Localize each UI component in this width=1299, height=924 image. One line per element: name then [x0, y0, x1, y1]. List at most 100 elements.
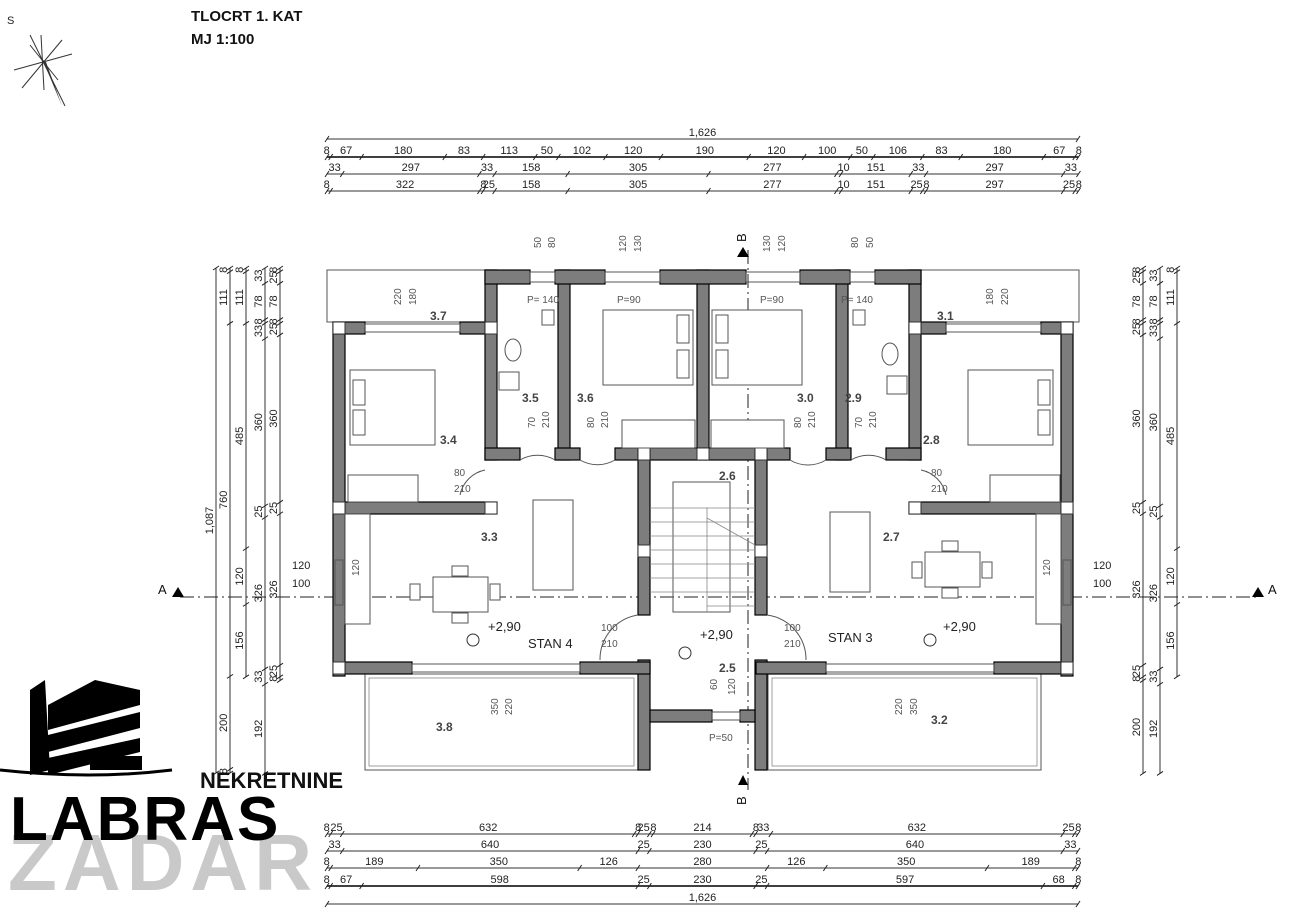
dimension-tick: [1139, 499, 1147, 505]
dimension-tick: [870, 153, 876, 161]
dimension-tick: [226, 770, 234, 776]
dimension-tick: [324, 900, 330, 908]
dimension-value: 350: [490, 856, 508, 868]
dimension-tick: [834, 187, 839, 195]
dimension-tick: [1075, 135, 1081, 143]
dimension-value: 25: [755, 839, 767, 851]
dimension-tick: [1139, 678, 1147, 683]
dimension-tick: [635, 882, 641, 890]
dimension-value: 8: [324, 179, 330, 191]
dimension-value: 230: [693, 874, 711, 886]
level-center: +2,90: [700, 627, 733, 642]
drawing-scale: MJ 1:100: [191, 31, 254, 48]
dimension-value: 8: [268, 676, 280, 682]
dimension-tick: [359, 153, 365, 161]
toilet-left: [504, 338, 522, 362]
dimension-tick: [764, 882, 770, 890]
dimension-tick: [1156, 503, 1164, 509]
dimension-tick: [477, 187, 482, 195]
dimension-tick: [822, 864, 828, 872]
dimension-tick: [1156, 771, 1164, 776]
dimension-tick: [1076, 153, 1081, 161]
dimension-tick: [631, 830, 637, 838]
annotation-label: 80: [454, 468, 466, 479]
dimension-tick: [359, 882, 365, 890]
dimension-tick: [1139, 320, 1147, 326]
dimension-value: 156: [234, 631, 246, 649]
dimension-value: 33: [481, 162, 493, 174]
dimension-tick: [1075, 830, 1081, 838]
annotation-label: 210: [868, 411, 879, 428]
dimension-tick: [577, 864, 583, 872]
dimension-tick: [276, 499, 284, 505]
dimension-tick: [532, 153, 538, 161]
dimension-tick: [324, 830, 330, 838]
dimension-value: 8: [650, 822, 656, 834]
dimension-tick: [480, 153, 486, 161]
parapet-5: P=50: [709, 733, 733, 744]
room-2-9: 2.9: [845, 391, 862, 405]
dimension-tick: [226, 269, 234, 275]
dimension-tick: [706, 170, 711, 178]
dimension-value: 78: [1148, 295, 1160, 307]
dimension-value: 68: [1052, 874, 1064, 886]
labras-logo: ZADAR NEKRETNINE LABRAS: [0, 680, 343, 907]
dimension-tick: [706, 187, 711, 195]
room-2-5: 2.5: [719, 661, 736, 675]
dimension-value: 25: [1062, 822, 1074, 834]
dimension-tick: [276, 280, 284, 286]
dimension-tick: [1075, 847, 1081, 855]
dimension-tick: [261, 771, 269, 776]
dimension-value: 8: [1165, 267, 1177, 273]
dimension-value: 8: [1076, 145, 1082, 157]
dimension-tick: [565, 187, 571, 195]
dimension-tick: [324, 882, 330, 890]
dimension-value: 8: [1131, 676, 1143, 682]
dimension-tick: [276, 317, 284, 322]
dimension-value: 297: [985, 179, 1003, 191]
dimension-value: 8: [218, 768, 230, 774]
dimension-tick: [1075, 900, 1081, 908]
level-left: +2,90: [488, 619, 521, 634]
parapet-4: P= 140: [841, 295, 873, 306]
dimension-value: 25: [755, 874, 767, 886]
dimension-value: 25: [1131, 665, 1143, 677]
dimension-tick: [1173, 546, 1181, 552]
dimension-value: 350: [897, 856, 915, 868]
dimension-value: 111: [218, 289, 230, 306]
room-3-6: 3.6: [577, 391, 594, 405]
dimension-value: 106: [889, 145, 907, 157]
dimension-value: 190: [696, 145, 714, 157]
dimension-tick: [276, 674, 284, 680]
annotation-label: 220: [894, 698, 905, 715]
annotation-label: 220: [504, 698, 515, 715]
dimension-tick: [1156, 515, 1164, 520]
dimension-value: 360: [268, 409, 280, 427]
dimension-tick: [324, 187, 330, 195]
dimension-tick: [1076, 170, 1081, 178]
dimension-value: 67: [340, 145, 352, 157]
dimension-value: 78: [253, 295, 265, 307]
annotation-label: 210: [541, 411, 552, 428]
dimension-value: 632: [908, 822, 926, 834]
dimension-value: 102: [573, 145, 591, 157]
dimension-tick: [958, 153, 964, 161]
dimension-value: 760: [218, 491, 230, 509]
annotation-label: 180: [408, 288, 419, 305]
dimension-tick: [492, 187, 498, 195]
dimension-tick: [919, 153, 925, 161]
dimension-tick: [923, 170, 929, 178]
annotation-label: 70: [854, 416, 865, 428]
dimension-tick: [1071, 882, 1077, 890]
dimension-tick: [226, 265, 234, 271]
dimension-tick: [1139, 317, 1147, 322]
table-3-3: [432, 576, 489, 613]
room-3-7: 3.7: [430, 309, 447, 323]
dimension-value: 326: [253, 584, 265, 602]
dimension-tick: [477, 170, 482, 178]
sofa-2-7: [829, 511, 871, 593]
unit-stan-4: STAN 4: [528, 636, 573, 651]
annotation-label: 210: [454, 484, 471, 495]
annotation-label: 130: [633, 235, 644, 252]
dimension-tick: [339, 847, 345, 855]
